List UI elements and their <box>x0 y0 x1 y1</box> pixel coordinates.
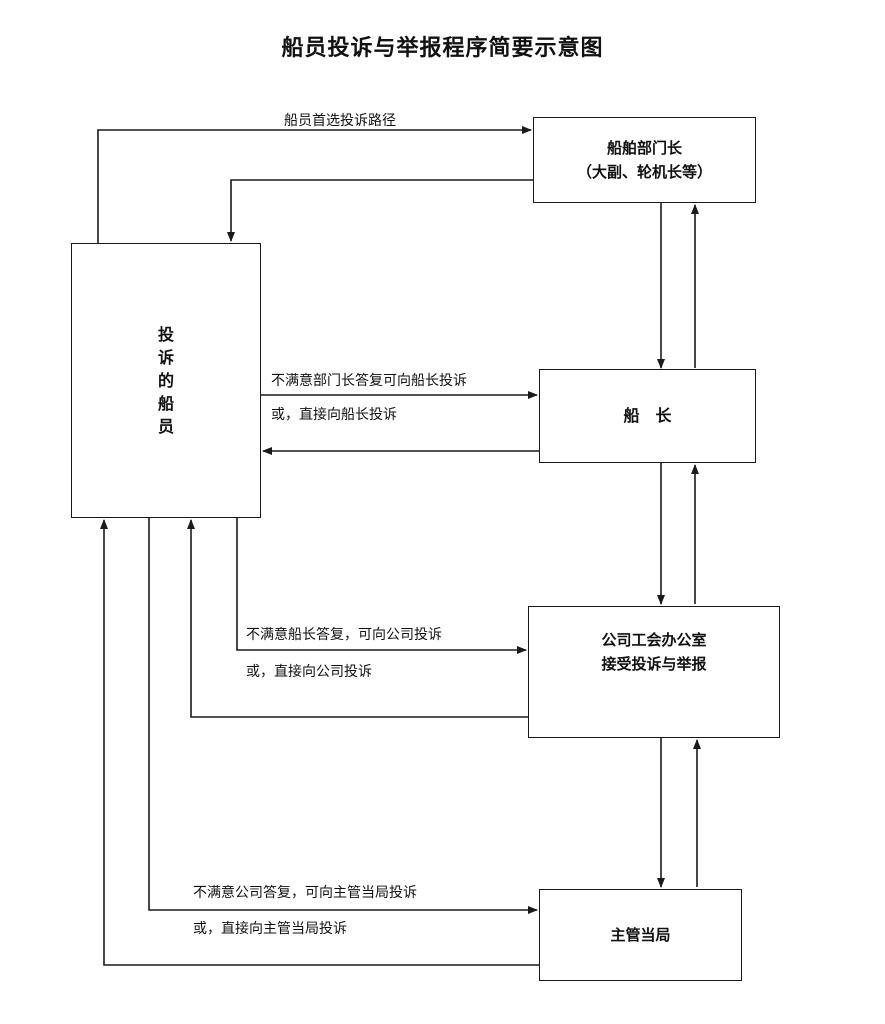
to-captain-label-1: 不满意部门长答复可向船长投诉 <box>271 373 467 389</box>
dept-head-sublabel: （大副、轮机长等） <box>576 163 712 181</box>
preferred-path-label: 船员首选投诉路径 <box>284 113 396 129</box>
crew-char: 船 <box>157 394 174 414</box>
to-company-label-1: 不满意船长答复，可向公司投诉 <box>246 627 442 643</box>
to-authority-label-1: 不满意公司答复，可向主管当局投诉 <box>193 885 417 901</box>
arrow-dept-head-to-crew <box>227 179 533 242</box>
captain-box: 船 长 <box>539 369 756 463</box>
crew-box: 投 诉 的 船 员 <box>71 243 261 518</box>
authority-box: 主管当局 <box>539 889 742 981</box>
arrow-crew-to-dept-head <box>97 126 532 243</box>
arrow-company-to-crew <box>187 519 528 718</box>
to-captain-label-2: 或，直接向船长投诉 <box>271 407 397 423</box>
captain-label: 船 长 <box>623 406 672 426</box>
crew-char: 诉 <box>157 347 174 367</box>
arrow-crew-to-company <box>236 518 527 654</box>
page-title: 船员投诉与举报程序简要示意图 <box>281 36 604 61</box>
crew-label: 投 诉 的 船 员 <box>158 323 174 439</box>
authority-label: 主管当局 <box>610 926 671 944</box>
to-company-label-2: 或，直接向公司投诉 <box>246 664 372 680</box>
company-union-box: 公司工会办公室 接受投诉与举报 <box>528 606 780 738</box>
arrow-authority-to-crew <box>100 519 539 966</box>
to-authority-label-2: 或，直接向主管当局投诉 <box>193 921 347 937</box>
crew-char: 的 <box>157 370 174 390</box>
arrow-crew-to-authority <box>148 518 538 914</box>
dept-head-box: 船舶部门长 （大副、轮机长等） <box>533 117 756 203</box>
crew-char: 员 <box>157 417 174 437</box>
dept-head-label: 船舶部门长 <box>606 139 682 157</box>
company-union-label: 公司工会办公室 <box>601 631 707 649</box>
crew-char: 投 <box>157 324 174 344</box>
company-union-sublabel: 接受投诉与举报 <box>601 655 707 673</box>
